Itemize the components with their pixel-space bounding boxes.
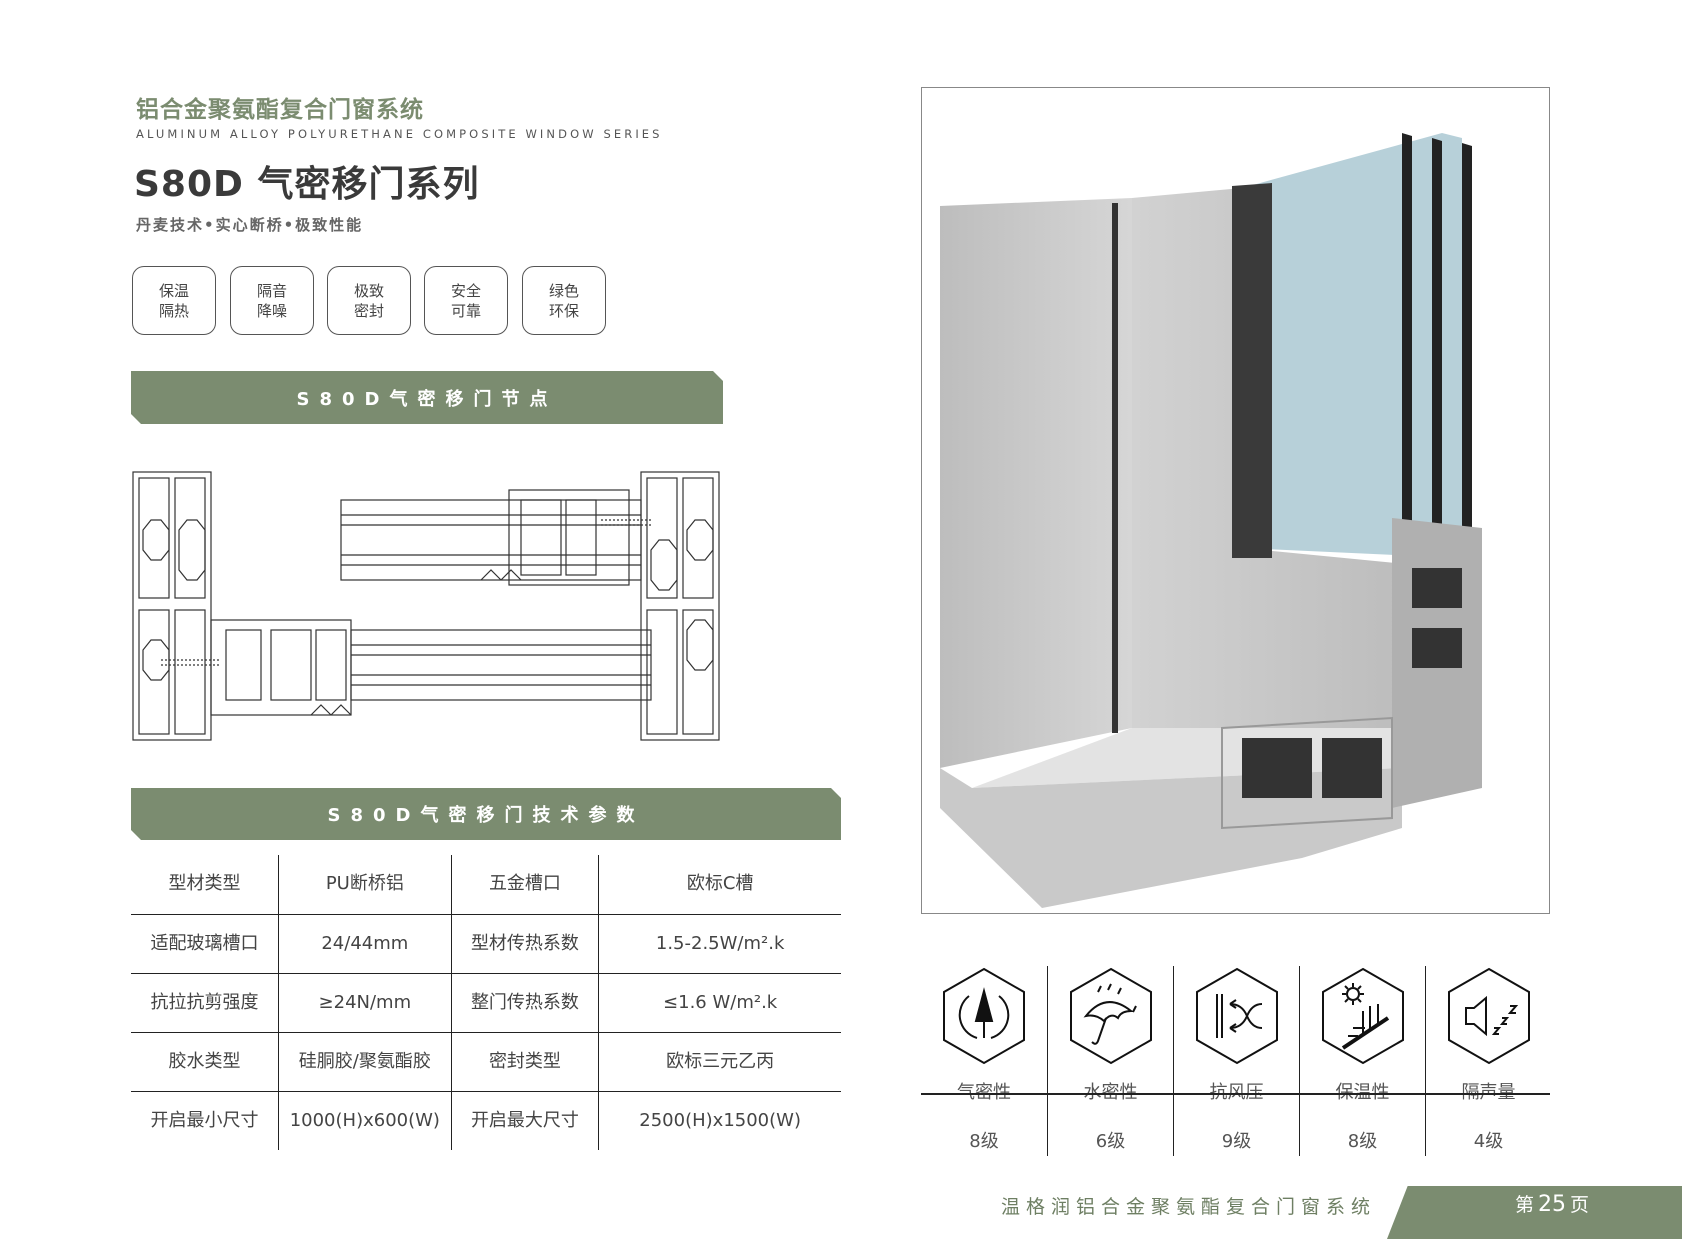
param-value: 欧标三元乙丙 [598, 1031, 841, 1091]
airtight-icon [943, 967, 1025, 1065]
divider [921, 1093, 1550, 1095]
param-label: 胶水类型 [131, 1031, 279, 1091]
rating-sound-insulation: 隔声量 4级 [1425, 966, 1551, 1156]
param-label: 型材传热系数 [450, 913, 599, 973]
param-value: 1.5-2.5W/m².k [598, 913, 841, 973]
param-value: ≥24N/mm [278, 972, 452, 1032]
rating-label: 抗风压 [1209, 1082, 1264, 1103]
page-prefix: 第 [1515, 1194, 1535, 1216]
param-value: 欧标C槽 [598, 855, 841, 914]
param-value: 硅胴胶/聚氨酯胶 [278, 1031, 452, 1091]
sash-profile-bottom [161, 619, 652, 716]
param-value: 2500(H)x1500(W) [598, 1090, 841, 1150]
feature-badge: 极致密封 [327, 266, 411, 335]
tagline: 丹麦技术•实心断桥•极致性能 [136, 216, 364, 234]
series-title-en: ALUMINUM ALLOY POLYURETHANE COMPOSITE WI… [136, 127, 663, 141]
rating-level: 6级 [1095, 1131, 1126, 1152]
feature-badge: 隔音降噪 [230, 266, 314, 335]
rating-airtightness: 气密性 8级 [921, 966, 1047, 1156]
feature-badge: 安全可靠 [424, 266, 508, 335]
umbrella-rain-icon [1070, 967, 1152, 1065]
footer-brand: 温格润铝合金聚氨酯复合门窗系统 [1000, 1196, 1376, 1218]
sun-insulation-icon [1322, 967, 1404, 1065]
section-banner-params: S80D气密移门技术参数 [131, 788, 841, 840]
rating-label: 保温性 [1335, 1082, 1390, 1103]
series-title-cn: 铝合金聚氨酯复合门窗系统 [136, 97, 424, 123]
param-label: 整门传热系数 [450, 972, 599, 1032]
param-label: 适配玻璃槽口 [131, 913, 279, 973]
sound-insulation-icon [1448, 967, 1530, 1065]
feature-line: 绿色 [548, 281, 579, 300]
param-label: 密封类型 [450, 1031, 599, 1091]
feature-line: 保温 [158, 281, 189, 300]
param-label: 型材类型 [168, 873, 241, 895]
product-render-frame [921, 87, 1550, 914]
param-value: 24/44mm [278, 913, 452, 973]
rating-level: 9级 [1221, 1131, 1252, 1152]
rating-wind-pressure: 抗风压 9级 [1173, 966, 1299, 1156]
wind-pressure-icon [1196, 967, 1278, 1065]
param-value: 1000(H)x600(W) [278, 1090, 452, 1150]
performance-ratings: 气密性 8级 水密性 6级 抗风压 9级 保温性 8级 隔声量 4级 [921, 950, 1551, 1156]
param-value: PU断桥铝 [278, 855, 452, 914]
rating-label: 隔声量 [1461, 1082, 1516, 1103]
rating-label: 水密性 [1083, 1082, 1138, 1103]
param-label: 开启最小尺寸 [131, 1090, 279, 1150]
rating-insulation: 保温性 8级 [1299, 966, 1425, 1156]
sash-profile-top [340, 489, 651, 586]
page-title: S80D 气密移门系列 [134, 164, 480, 205]
rating-label: 气密性 [957, 1082, 1011, 1103]
table-row: 胶水类型硅胴胶/聚氨酯胶密封类型欧标三元乙丙 [131, 1031, 841, 1091]
feature-line: 密封 [353, 301, 384, 320]
param-label: 开启最大尺寸 [450, 1090, 599, 1150]
rating-level: 8级 [969, 1131, 999, 1152]
page-suffix: 页 [1570, 1194, 1590, 1216]
section-banner-nodes: S80D气密移门节点 [131, 371, 723, 424]
feature-badge: 绿色环保 [522, 266, 606, 335]
feature-line: 环保 [548, 301, 579, 320]
rating-watertightness: 水密性 6级 [1047, 966, 1173, 1156]
param-label: 五金槽口 [450, 855, 599, 914]
feature-line: 隔热 [158, 301, 189, 320]
right-frame-profile [640, 471, 720, 741]
feature-line: 隔音 [256, 281, 287, 300]
rating-level: 8级 [1347, 1131, 1378, 1152]
door-corner-render [940, 133, 1482, 908]
profile-section-drawing [132, 471, 720, 741]
feature-line: 可靠 [450, 301, 481, 320]
left-frame-profile [132, 471, 212, 741]
feature-line: 安全 [450, 281, 481, 300]
page-value: 25 [1538, 1192, 1567, 1217]
feature-line: 极致 [353, 281, 384, 300]
param-value: ≤1.6 W/m².k [598, 972, 841, 1032]
feature-badge: 保温隔热 [132, 266, 216, 335]
table-row: 型材类型 PU断桥铝五金槽口欧标C槽 [131, 855, 841, 914]
footer-tab [1387, 1186, 1682, 1239]
rating-level: 4级 [1473, 1131, 1504, 1152]
param-label: 抗拉抗剪强度 [131, 972, 279, 1032]
feature-line: 降噪 [256, 301, 287, 320]
